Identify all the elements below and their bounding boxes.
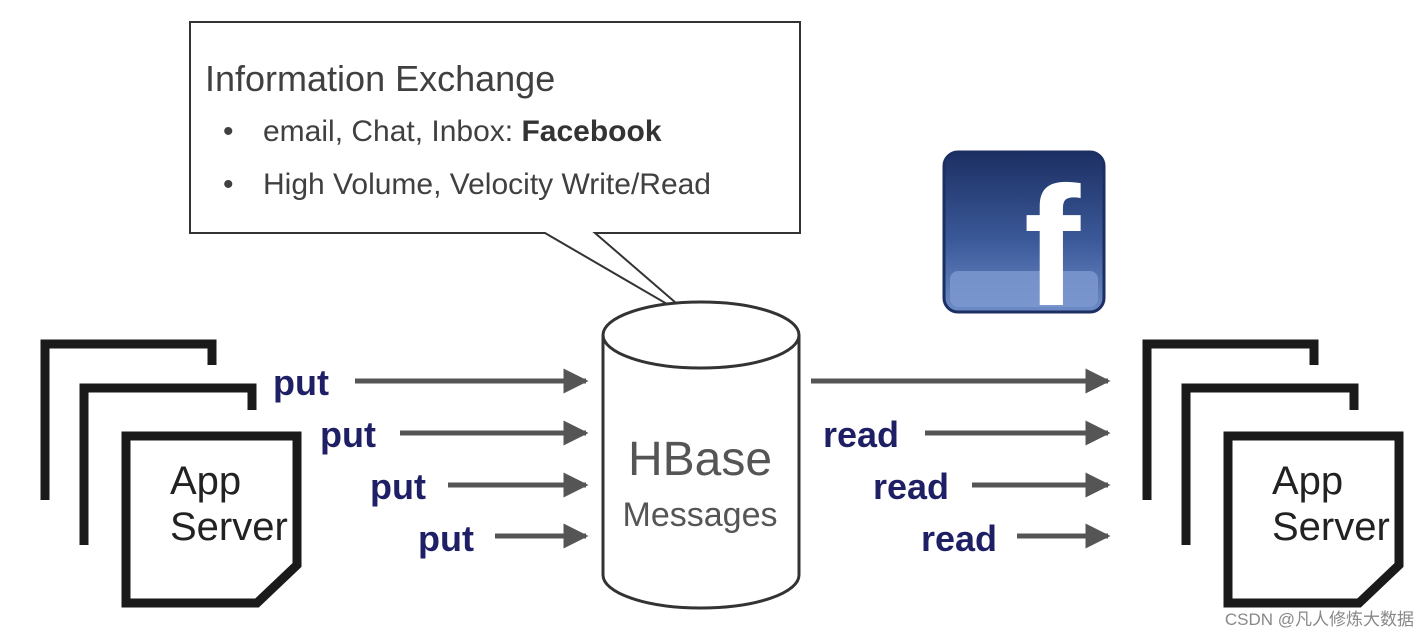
right-server-label-line2: Server	[1272, 505, 1390, 549]
left-server-stack	[40, 339, 302, 608]
callout-content: Information Exchange • email, Chat, Inbox…	[190, 22, 800, 232]
read-arrows	[811, 368, 1111, 549]
put-label-4: put	[418, 518, 474, 559]
callout-bullet-bold: Facebook	[521, 115, 662, 148]
left-server-label-line1: App	[170, 459, 242, 503]
right-server-label-line1: App	[1272, 459, 1344, 503]
read-label-1: read	[823, 414, 900, 455]
bullet-dot: •	[223, 168, 234, 201]
put-label-2: put	[320, 414, 376, 455]
bullet-dot: •	[223, 115, 234, 148]
callout-bullet-text: email, Chat, Inbox:	[263, 115, 522, 148]
watermark: CSDN @凡人修炼大数据	[1224, 610, 1414, 629]
put-label-3: put	[370, 466, 426, 507]
database-subtitle: Messages	[622, 496, 778, 534]
right-server-stack	[1142, 339, 1404, 608]
right-server-label: App Server	[1272, 458, 1390, 550]
left-server-label-line2: Server	[170, 505, 288, 549]
database-cylinder	[601, 300, 801, 610]
callout-bubble	[189, 21, 801, 323]
facebook-logo-letter: f	[1024, 152, 1081, 342]
facebook-logo-icon: f	[942, 150, 1106, 342]
callout-bullet-1: • email, Chat, Inbox: Facebook	[223, 115, 662, 149]
database-title: HBase	[627, 433, 773, 486]
left-server-label: App Server	[170, 458, 288, 550]
read-label-3: read	[921, 518, 998, 559]
callout-title: Information Exchange	[205, 58, 556, 99]
callout-bullet-text: High Volume, Velocity Write/Read	[263, 168, 711, 201]
put-arrows	[355, 368, 589, 549]
read-label-2: read	[873, 466, 950, 507]
callout-bullet-2: • High Volume, Velocity Write/Read	[223, 168, 711, 202]
put-label-1: put	[273, 362, 329, 403]
